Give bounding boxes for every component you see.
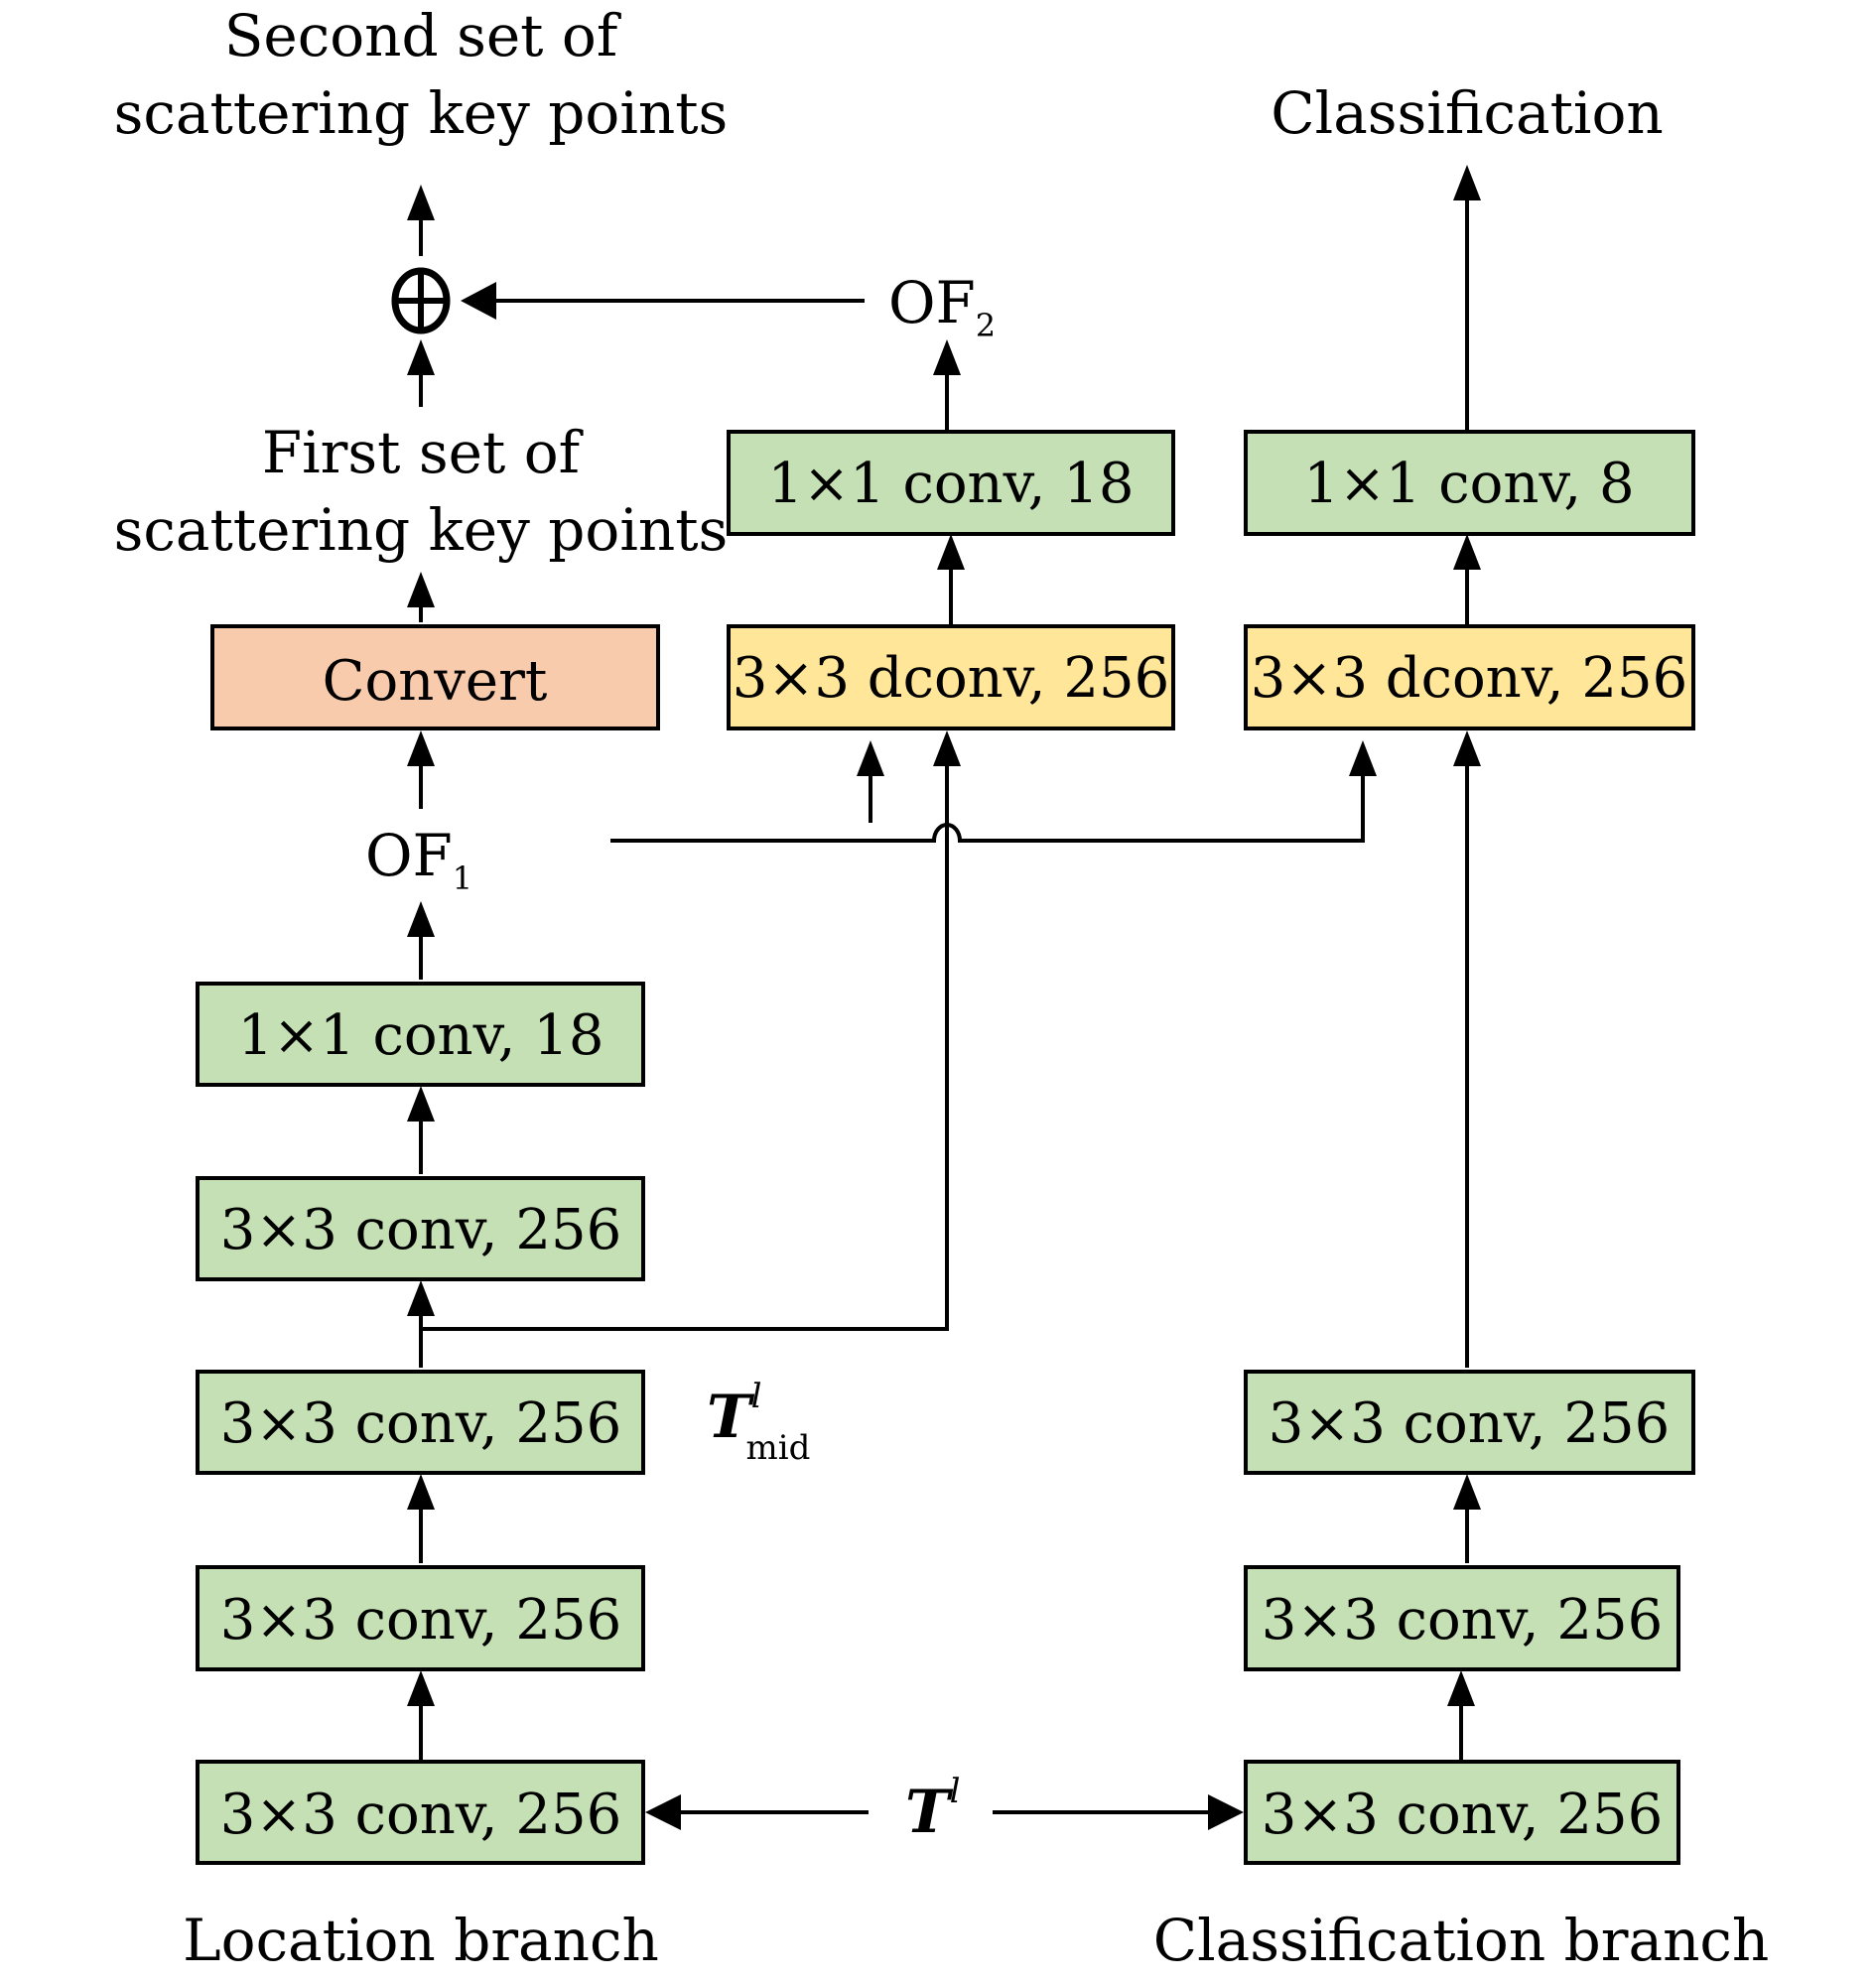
convert-box: Convert <box>210 624 660 730</box>
mid-conv-1x1-label: 1×1 conv, 18 <box>768 452 1135 516</box>
loc-conv-1-label: 3×3 conv, 256 <box>220 1783 622 1847</box>
arrow-loc-conv2-to-conv3 <box>407 1474 435 1563</box>
arrow-loc-conv1-to-conv2 <box>407 1670 435 1760</box>
first-set-label-line2: scattering key points <box>114 496 729 564</box>
loc-conv-2-label: 3×3 conv, 256 <box>220 1588 622 1652</box>
mid-dconv-box: 3×3 dconv, 256 <box>727 624 1175 730</box>
arrow-loc-conv4-to-conv5 <box>407 1086 435 1174</box>
arrow-tl-to-classification <box>993 1794 1244 1830</box>
arrow-sum-to-second-set <box>407 185 435 256</box>
first-set-label-line1: First set of <box>262 419 584 486</box>
convert-label: Convert <box>323 649 548 714</box>
cls-dconv-label: 3×3 dconv, 256 <box>1251 646 1687 711</box>
loc-conv-3-label: 3×3 conv, 256 <box>220 1391 622 1456</box>
cls-dconv-box: 3×3 dconv, 256 <box>1244 624 1695 730</box>
loc-conv-1x1-label: 1×1 conv, 18 <box>238 1003 604 1068</box>
cls-conv-1-label: 3×3 conv, 256 <box>1262 1783 1664 1847</box>
arrow-mid-conv-to-of2 <box>933 339 961 430</box>
arrow-cls-dconv-to-conv <box>1453 534 1481 624</box>
second-set-label-line2: scattering key points <box>114 79 729 147</box>
cls-conv-3-label: 3×3 conv, 256 <box>1269 1391 1671 1456</box>
mid-dconv-label: 3×3 dconv, 256 <box>733 646 1169 711</box>
location-branch-label: Location branch <box>183 1907 659 1974</box>
loc-conv-1x1-box: 1×1 conv, 18 <box>196 982 645 1087</box>
loc-conv-box-1: 3×3 conv, 256 <box>196 1760 645 1865</box>
t-l-label: Tl <box>905 1772 961 1847</box>
arrow-convert-to-first-set <box>407 572 435 622</box>
cls-conv-1x1-label: 1×1 conv, 8 <box>1303 452 1634 516</box>
second-set-label-line1: Second set of <box>224 2 621 69</box>
of1-offset-connector <box>610 740 1377 843</box>
loc-conv-box-2: 3×3 conv, 256 <box>196 1565 645 1671</box>
loc-conv-4-label: 3×3 conv, 256 <box>220 1198 622 1262</box>
classification-output-label: Classification <box>1271 79 1663 147</box>
classification-branch-label: Classification branch <box>1153 1907 1770 1974</box>
mid-conv-1x1-box: 1×1 conv, 18 <box>727 430 1175 536</box>
arrow-tl-to-location <box>645 1794 869 1830</box>
arrow-cls-conv1-to-conv2 <box>1447 1670 1475 1760</box>
arrow-cls-conv3-to-dconv <box>1453 730 1481 1368</box>
sum-icon <box>391 267 451 334</box>
cls-conv-1x1-box: 1×1 conv, 8 <box>1244 430 1695 536</box>
of1-label: OF1 <box>365 822 472 897</box>
arrow-of1-to-convert <box>407 730 435 809</box>
arrow-loc-conv3-to-conv4 <box>407 1280 435 1368</box>
arrow-loc-conv5-to-of1 <box>407 901 435 980</box>
cls-conv-box-1: 3×3 conv, 256 <box>1244 1760 1680 1865</box>
arrow-first-set-to-sum <box>407 339 435 407</box>
loc-conv-box-3: 3×3 conv, 256 <box>196 1370 645 1475</box>
cls-conv-box-2: 3×3 conv, 256 <box>1244 1565 1680 1671</box>
arrow-cls-conv2-to-conv3 <box>1453 1474 1481 1563</box>
cls-conv-2-label: 3×3 conv, 256 <box>1262 1588 1664 1652</box>
cls-conv-box-3: 3×3 conv, 256 <box>1244 1370 1695 1475</box>
of2-label: OF2 <box>888 269 996 344</box>
arrow-cls-conv-to-output <box>1453 165 1481 430</box>
loc-conv-box-4: 3×3 conv, 256 <box>196 1176 645 1281</box>
arrow-of2-to-sum <box>461 282 865 320</box>
tmid-connector <box>421 730 961 1331</box>
arrow-mid-dconv-to-conv <box>937 534 965 624</box>
